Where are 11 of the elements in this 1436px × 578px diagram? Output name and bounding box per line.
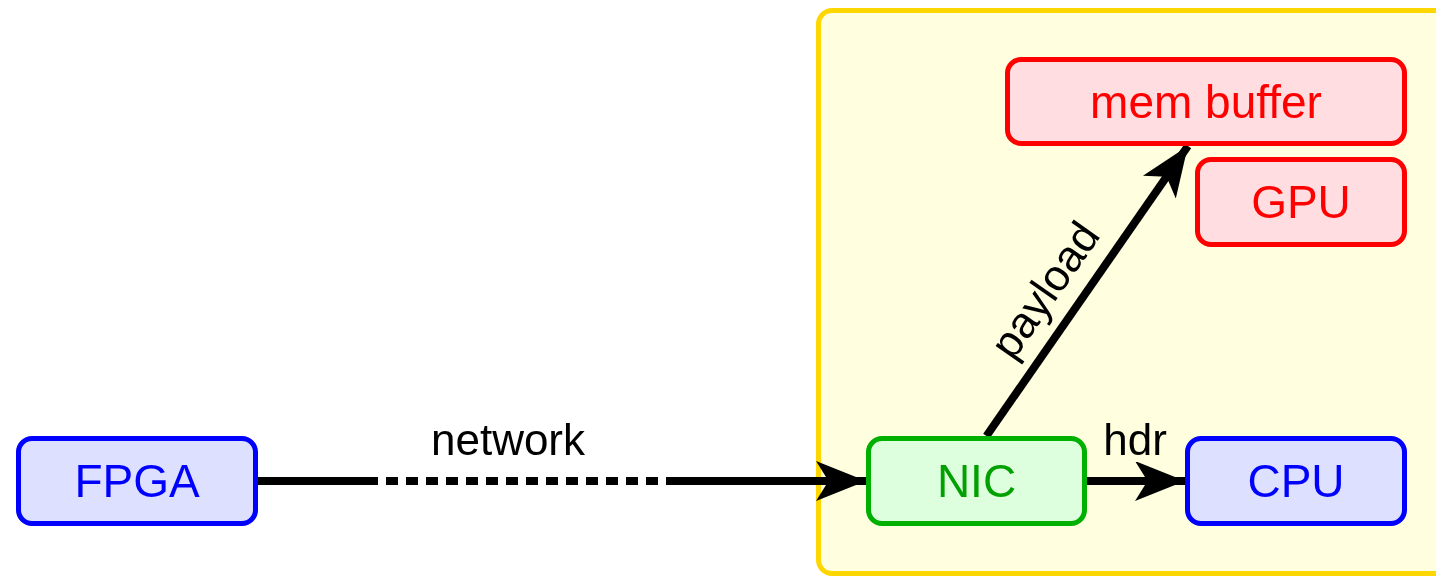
host-region-box (816, 8, 1436, 576)
node-label: NIC (936, 454, 1017, 508)
process-box (866, 436, 1087, 526)
process-box (1195, 157, 1407, 247)
node-label: GPU (1251, 175, 1351, 229)
process-box (1185, 436, 1407, 526)
node-label: FPGA (74, 454, 200, 508)
process-box (16, 436, 258, 526)
node-label: CPU (1247, 454, 1345, 508)
process-box (1005, 57, 1407, 146)
node-label: mem buffer (1090, 74, 1322, 129)
